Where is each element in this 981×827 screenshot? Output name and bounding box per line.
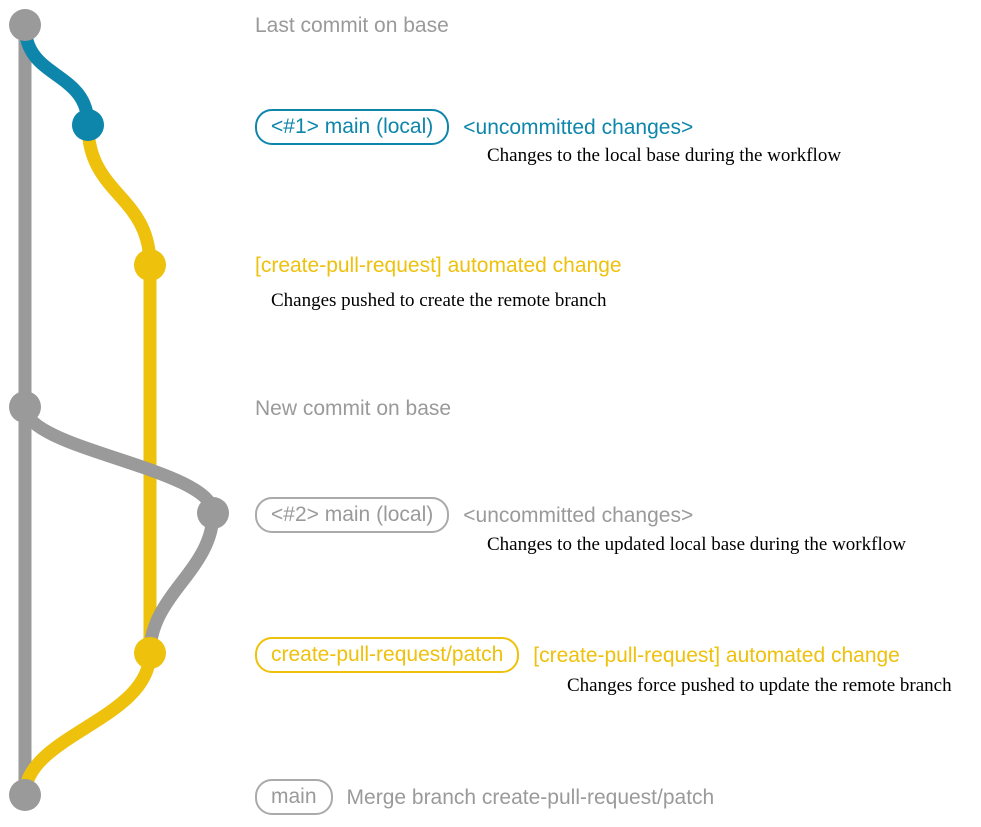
branch-badge-local-main-2[interactable]: <#2> main (local)	[255, 497, 450, 533]
commit-message-local-main-2: <uncommitted changes>	[463, 503, 694, 527]
commit-node-base-head[interactable]	[9, 9, 41, 41]
commit-message-automated-change-2: [create-pull-request] automated change	[533, 643, 900, 667]
commit-message-local-main-1: <uncommitted changes>	[463, 115, 694, 139]
commit-row-automated-change-2: create-pull-request/patch [create-pull-r…	[255, 637, 900, 673]
commit-message-new-commit-on-base: New commit on base	[255, 397, 452, 420]
commit-node-patch-2[interactable]	[134, 637, 166, 669]
branch-badge-local-main-1[interactable]: <#1> main (local)	[255, 109, 450, 145]
branch-badge-create-pull-request-patch[interactable]: create-pull-request/patch	[255, 637, 520, 673]
commit-message-automated-change-1: [create-pull-request] automated change	[255, 254, 622, 277]
commit-message-merge: Merge branch create-pull-request/patch	[346, 785, 715, 809]
edge-base-new-to-local-2	[18, 400, 220, 520]
commit-message-last-commit-on-base: Last commit on base	[255, 14, 449, 37]
edge-local-2-to-patch-2	[143, 506, 220, 660]
commit-row-local-main-1: <#1> main (local) <uncommitted changes>	[255, 109, 693, 145]
branch-badge-main[interactable]: main	[255, 779, 333, 815]
commit-node-local-1[interactable]	[72, 109, 104, 141]
commit-node-base-new[interactable]	[9, 391, 41, 423]
commit-row-merge: main Merge branch create-pull-request/pa…	[255, 779, 714, 815]
commit-description-local-main-2: Changes to the updated local base during…	[487, 534, 906, 555]
commit-node-merge[interactable]	[9, 779, 41, 811]
commit-row-local-main-2: <#2> main (local) <uncommitted changes>	[255, 497, 693, 533]
edge-base-head-to-local-1	[18, 18, 95, 132]
commit-description-automated-change-1: Changes pushed to create the remote bran…	[271, 290, 607, 311]
commit-description-automated-change-2: Changes force pushed to update the remot…	[567, 675, 952, 696]
commit-node-local-2[interactable]	[197, 497, 229, 529]
commit-description-local-main-1: Changes to the local base during the wor…	[487, 145, 842, 166]
commit-node-patch-1[interactable]	[134, 249, 166, 281]
edge-patch-2-to-merge	[18, 646, 157, 802]
edge-local-1-to-patch-1	[81, 118, 157, 272]
